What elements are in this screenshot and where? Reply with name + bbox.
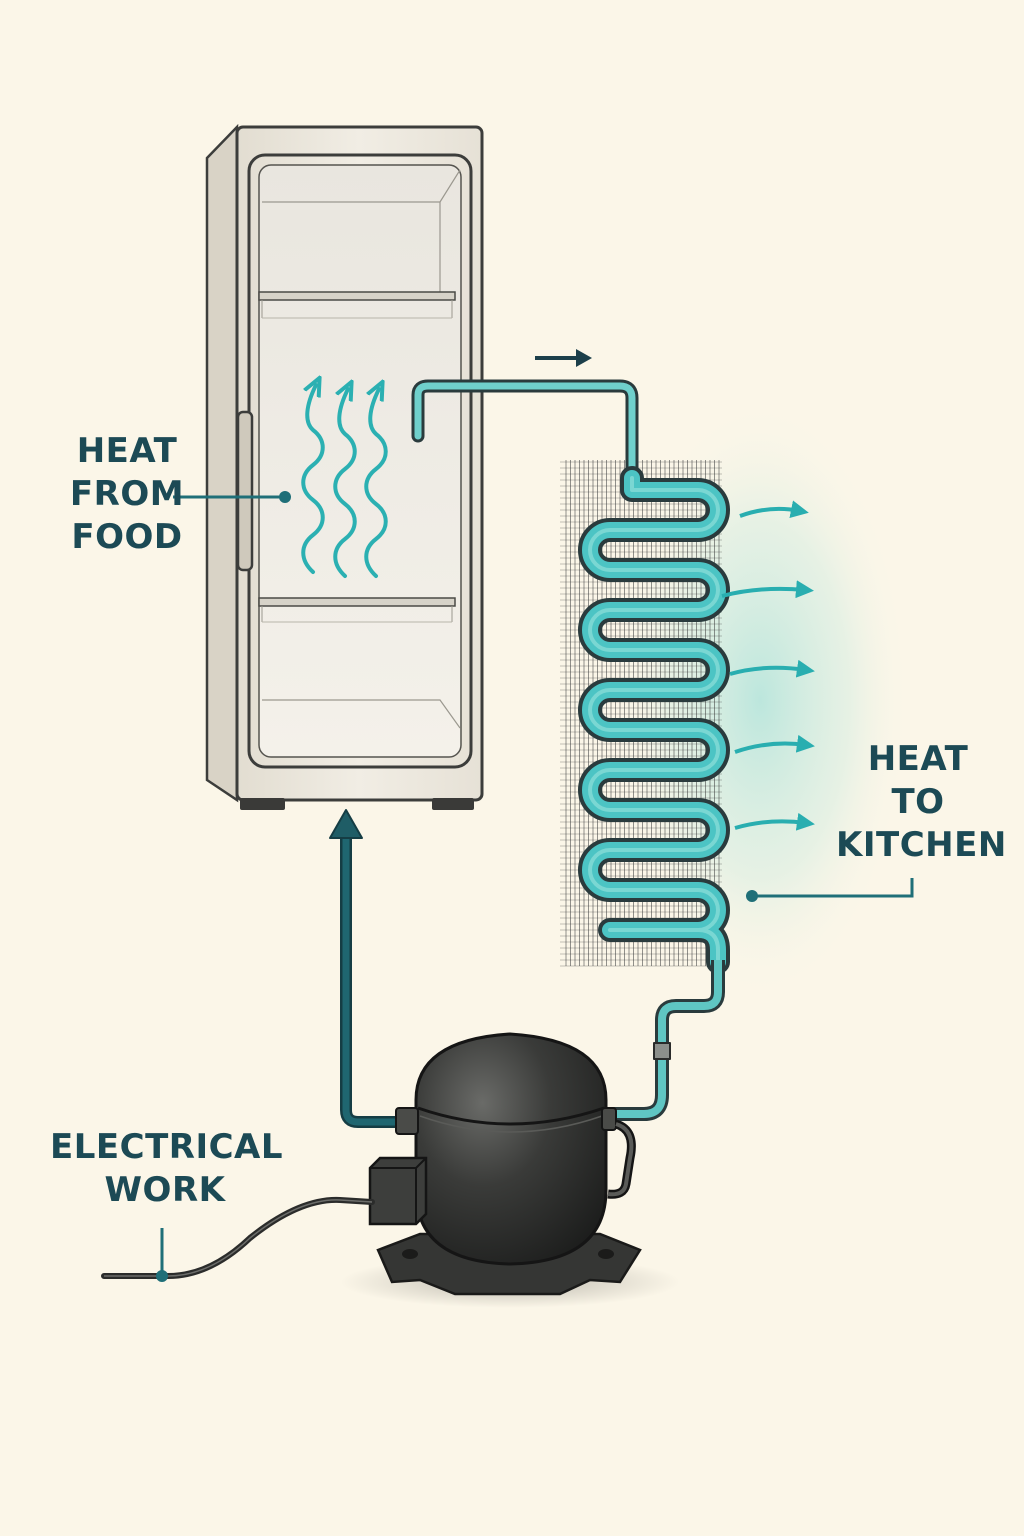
arrow-right-icon (734, 734, 815, 754)
condenser-coil (578, 466, 730, 974)
return-pipe (329, 809, 412, 1128)
label-line: HEAT (76, 431, 178, 471)
label-heat-from-food: HEAT FROM FOOD (52, 430, 202, 559)
arrow-right-icon (734, 812, 815, 831)
heat-to-kitchen-leader (746, 878, 914, 902)
fridge-side-panel (205, 123, 239, 803)
electrical-work-leader (156, 1228, 168, 1282)
arrow-right-icon (739, 500, 809, 519)
label-heat-to-kitchen: HEAT TO KITCHEN (836, 738, 1007, 867)
fridge-handle (236, 410, 254, 572)
label-line: WORK (104, 1170, 226, 1210)
fridge-foot-left (240, 798, 285, 810)
wavy-arrow-up-icon (333, 389, 357, 578)
fridge-shelf-bottom (258, 597, 456, 623)
terminal-box (368, 1156, 428, 1226)
arrow-right-icon (535, 349, 592, 367)
arrow-right-icon (729, 659, 815, 678)
pipe-to-compressor (606, 960, 725, 1121)
fridge-shelf-top (258, 291, 456, 319)
wavy-arrow-up-icon (301, 385, 325, 574)
compressor (340, 1032, 680, 1308)
power-cord (101, 1196, 375, 1279)
fridge-foot-right (432, 798, 474, 810)
arrow-up-icon (329, 809, 363, 839)
heat-from-food-leader (173, 491, 291, 503)
wavy-arrow-up-icon (364, 389, 388, 578)
label-line: ELECTRICAL (50, 1127, 284, 1167)
fridge-interior (258, 164, 462, 758)
pipe-to-condenser (411, 379, 639, 485)
label-line: KITCHEN (836, 825, 1007, 865)
label-line: FOOD (71, 517, 183, 557)
arrow-right-icon (721, 580, 814, 599)
compressor-body (414, 1032, 608, 1266)
pipe-fitting (653, 1042, 671, 1060)
heat-waves (301, 385, 388, 578)
label-line: TO (891, 782, 945, 822)
label-line: FROM (69, 474, 185, 514)
label-electrical-work: ELECTRICAL WORK (50, 1126, 284, 1212)
refrigerator (205, 123, 484, 810)
heat-out-arrows (721, 500, 815, 831)
label-line: HEAT (867, 739, 969, 779)
